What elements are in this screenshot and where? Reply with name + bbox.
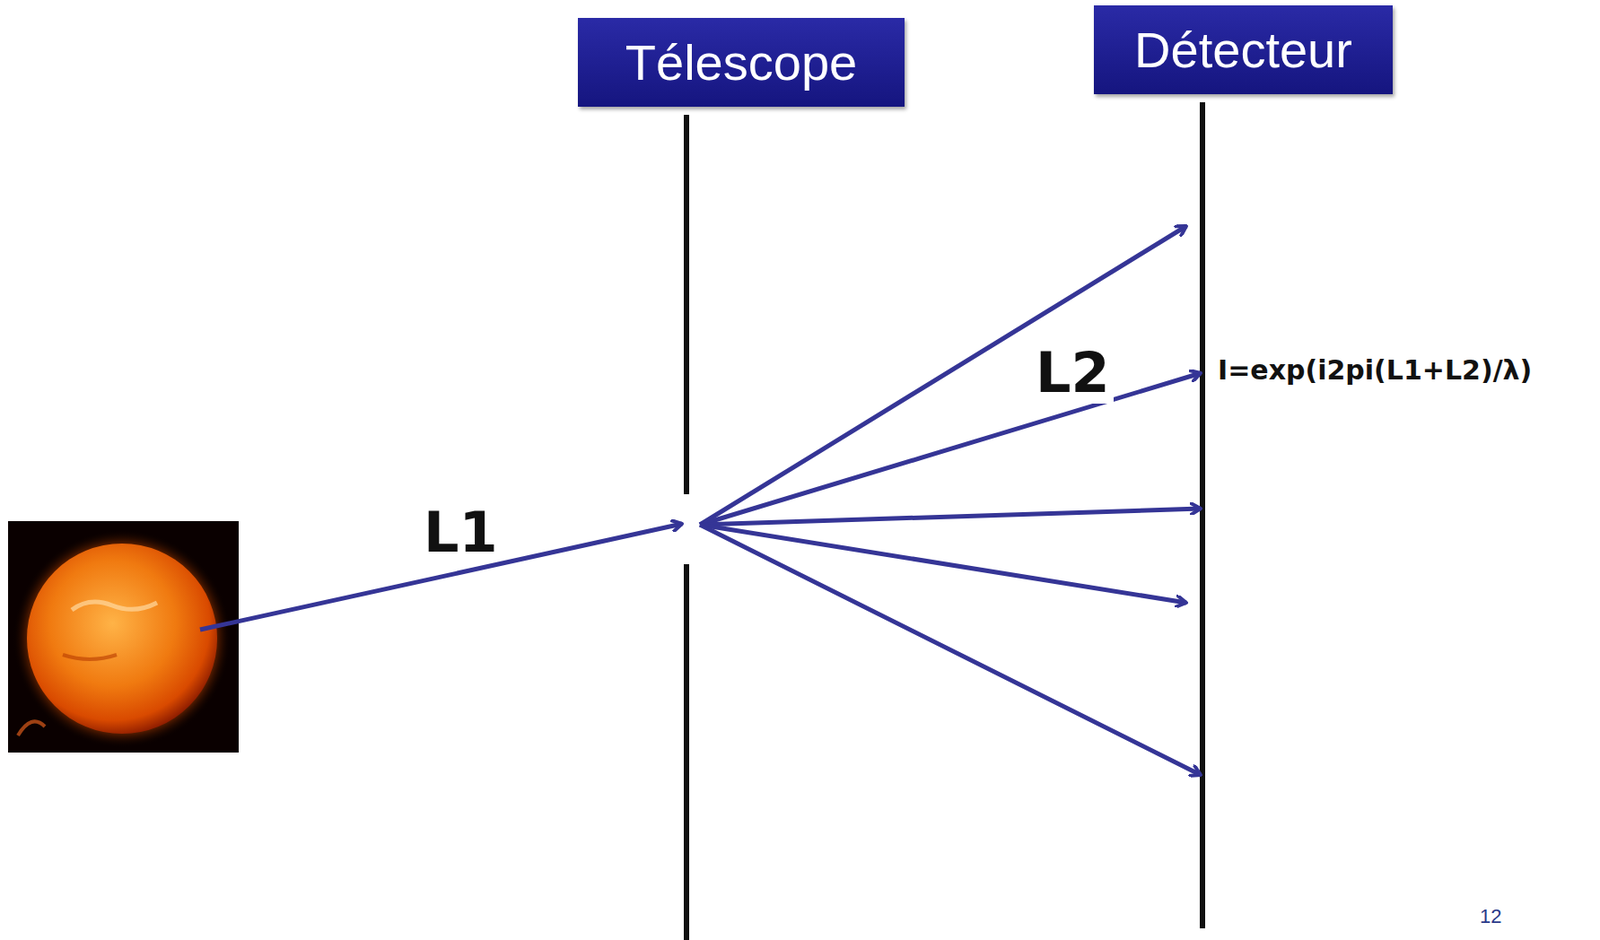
detector-plane [1199, 102, 1206, 929]
header-box: Détecteur [1093, 5, 1393, 95]
path-length: L1 [423, 502, 499, 564]
formula: I=exp(i2pi(L1+L2)/λ) [1217, 355, 1532, 385]
header-text: Détecteur [1134, 22, 1353, 79]
header-text: Télescope [625, 34, 857, 91]
path-length: L2 [1031, 342, 1114, 404]
light-rays [200, 226, 1201, 776]
page-number: 12 [1479, 906, 1502, 928]
header-box: Télescope [577, 17, 905, 107]
sun-picture [8, 521, 239, 753]
telescope-plane [683, 114, 690, 940]
